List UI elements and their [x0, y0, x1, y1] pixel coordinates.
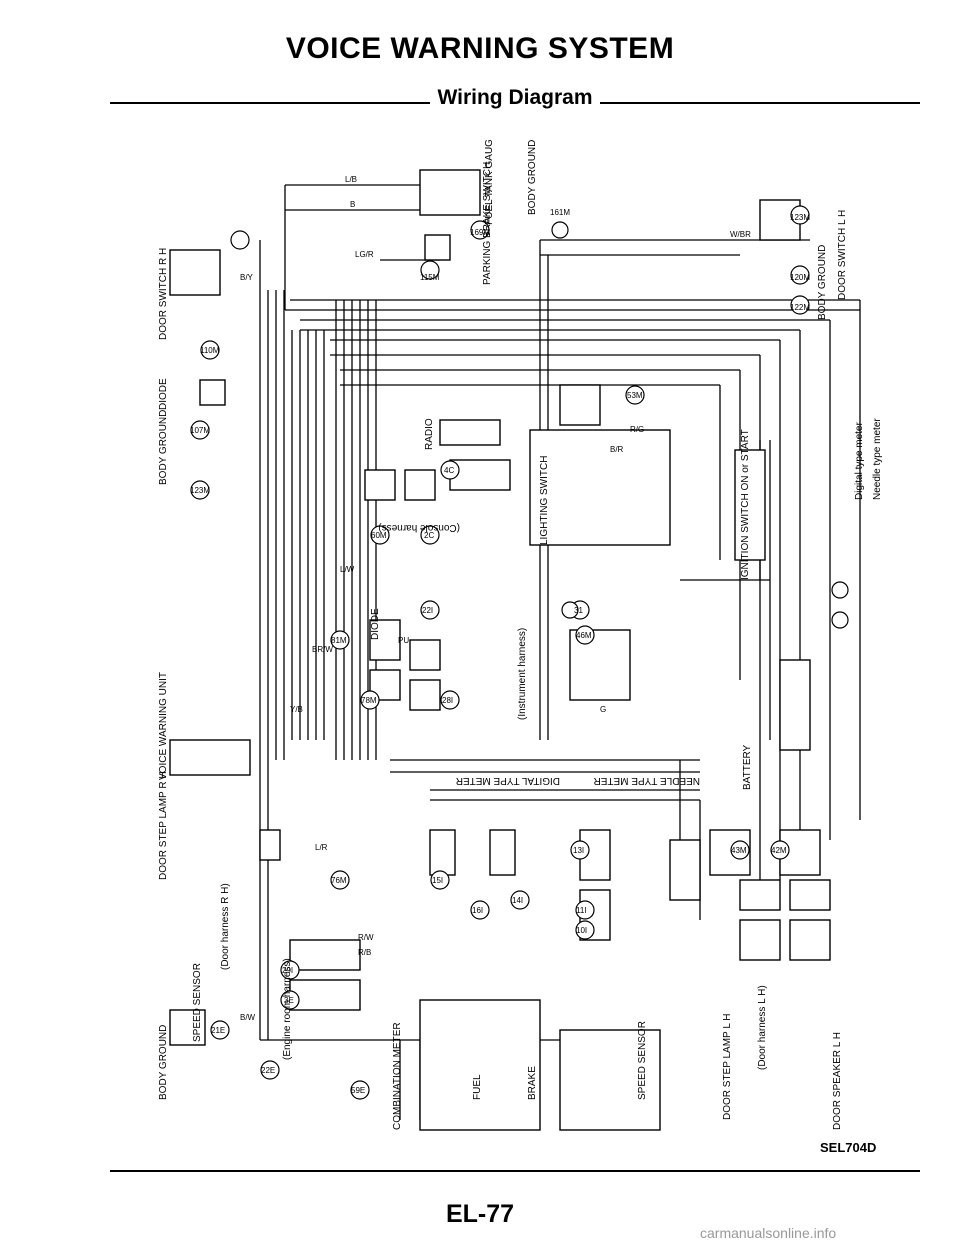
wire-yb: Y/B	[290, 705, 303, 714]
conn-115m: 115M	[420, 273, 440, 282]
conn-21e: 21E	[211, 1026, 225, 1035]
label-door-switch-rh: DOOR SWITCH R H	[158, 248, 169, 340]
conn-28i: 28I	[442, 696, 453, 705]
label-speed-sensor: SPEED SENSOR	[192, 963, 203, 1042]
conn-11i: 11I	[576, 906, 587, 915]
harness-door-lh: (Door harness L H)	[757, 985, 768, 1070]
conn-3e: 3E	[284, 996, 294, 1005]
wire-brw: BR/W	[312, 645, 333, 654]
label-body-ground-top: BODY GROUND	[527, 140, 538, 215]
watermark: carmanualsonline.info	[700, 1225, 837, 1241]
wire-by: B/Y	[240, 273, 254, 282]
label-door-speaker-lh: DOOR SPEAKER L H	[832, 1032, 843, 1130]
label-lighting-switch: LIGHTING SWITCH	[539, 456, 550, 545]
figure-code: SEL704D	[820, 1140, 877, 1155]
conn-76m: 76M	[331, 876, 347, 885]
conn-29i: 29I	[282, 966, 293, 975]
label-body-ground-bottom: BODY GROUND	[158, 1025, 169, 1100]
footer-rule	[110, 1170, 920, 1172]
conn-42m: 42M	[771, 846, 787, 855]
wire-bw: B/W	[240, 1013, 256, 1022]
wire-pu: PU	[398, 636, 409, 645]
page-title: VOICE WARNING SYSTEM	[285, 32, 675, 65]
conn-22i: 22I	[422, 606, 433, 615]
wire-br: B/R	[610, 445, 624, 454]
conn-123m-b: 123M	[190, 486, 210, 495]
conn-78m: 78M	[361, 696, 377, 705]
label-ignition-switch: IGNITION SWITCH ON or START	[740, 429, 751, 580]
harness-engine-room: (Engine room harness)	[282, 958, 293, 1060]
wiring-diagram: FUEL TANK GAUGE UNIT BODY GROUND DOOR SW…	[158, 140, 883, 1131]
conn-110m: 110M	[200, 346, 220, 355]
conn-22e: 22E	[261, 1066, 275, 1075]
page-subtitle: Wiring Diagram	[437, 86, 593, 109]
wire-rb: R/B	[358, 948, 371, 957]
conn-53m: 53M	[627, 391, 643, 400]
conn-2c: 2C	[424, 531, 434, 540]
wire-lb: L/B	[345, 175, 357, 184]
label-battery: BATTERY	[742, 744, 753, 790]
harness-door-rh: (Door harness R H)	[220, 883, 231, 970]
wire-wbr: W/BR	[730, 230, 751, 239]
wire-rw: R/W	[358, 933, 374, 942]
conn-46m: 46M	[576, 631, 592, 640]
harness-console: (Console harness)	[378, 522, 460, 533]
conn-123m: 123M	[790, 213, 810, 222]
wire-lw: L/W	[340, 565, 355, 574]
conn-60m: 60M	[371, 531, 387, 540]
label-door-switch-lh: DOOR SWITCH L H	[837, 210, 848, 300]
conn-122m: 122M	[790, 303, 810, 312]
conn-59e: 59E	[351, 1086, 365, 1095]
connector-labels: 161M 169M 115M 123M 120M 122M 110M 107M …	[190, 208, 810, 1095]
wire-rg: R/G	[630, 425, 644, 434]
wire-b: B	[350, 200, 355, 209]
label-diode-center: DIODE	[370, 608, 381, 640]
conn-16i: 16I	[472, 906, 483, 915]
conn-120m: 120M	[790, 273, 810, 282]
label-parking-brake: PARKING BRAKE SWITCH	[482, 162, 493, 285]
legend-needle: Needle type meter	[872, 418, 883, 500]
conn-31: 31	[574, 606, 583, 615]
conn-161m: 161M	[550, 208, 570, 217]
label-speed-sensor-2: SPEED SENSOR	[637, 1021, 648, 1100]
conn-4c: 4C	[444, 466, 454, 475]
conn-43m: 43M	[731, 846, 747, 855]
label-brake-1: BRAKE	[527, 1066, 538, 1100]
wire-g: G	[600, 705, 606, 714]
conn-81m: 81M	[331, 636, 347, 645]
label-fuel-tank: FUEL TANK GAUGE UNIT	[484, 140, 495, 225]
subtitle-rule-right	[600, 102, 920, 104]
label-digital-meter: DIGITAL TYPE METER	[456, 775, 560, 786]
wire-lr: L/R	[315, 843, 328, 852]
label-door-step-lamp-rh: DOOR STEP LAMP R H	[158, 771, 169, 880]
wire-lgr: LG/R	[355, 250, 374, 259]
page-number: EL-77	[445, 1200, 515, 1228]
conn-107m: 107M	[190, 426, 210, 435]
label-diode-left: DIODE	[158, 378, 169, 410]
subtitle-bar: Wiring Diagram	[100, 86, 920, 112]
conn-169m: 169M	[470, 228, 490, 237]
harness-instrument: (Instrument harness)	[517, 628, 528, 720]
legend-digital: Digital type meter	[854, 422, 865, 500]
label-door-step-lamp-lh: DOOR STEP LAMP L H	[722, 1013, 733, 1120]
conn-15i: 15I	[432, 876, 443, 885]
label-body-ground-left: BODY GROUND	[158, 410, 169, 485]
label-needle-meter: NEEDLE TYPE METER	[593, 775, 700, 786]
conn-13i: 13I	[573, 846, 584, 855]
conn-14i: 14I	[512, 896, 523, 905]
label-combination-meter: COMBINATION METER	[392, 1022, 403, 1130]
subtitle-rule-left	[110, 102, 430, 104]
conn-10i: 10I	[576, 926, 587, 935]
label-fuel-1: FUEL	[472, 1074, 483, 1100]
label-body-ground-right: BODY GROUND	[817, 245, 828, 320]
label-radio: RADIO	[424, 418, 435, 450]
label-voice-warning-unit: VOICE WARNING UNIT	[158, 672, 169, 780]
wire-labels: L/B B LG/R B/Y W/BR R/G L/W B/R Y/B BR/W…	[240, 175, 751, 1022]
